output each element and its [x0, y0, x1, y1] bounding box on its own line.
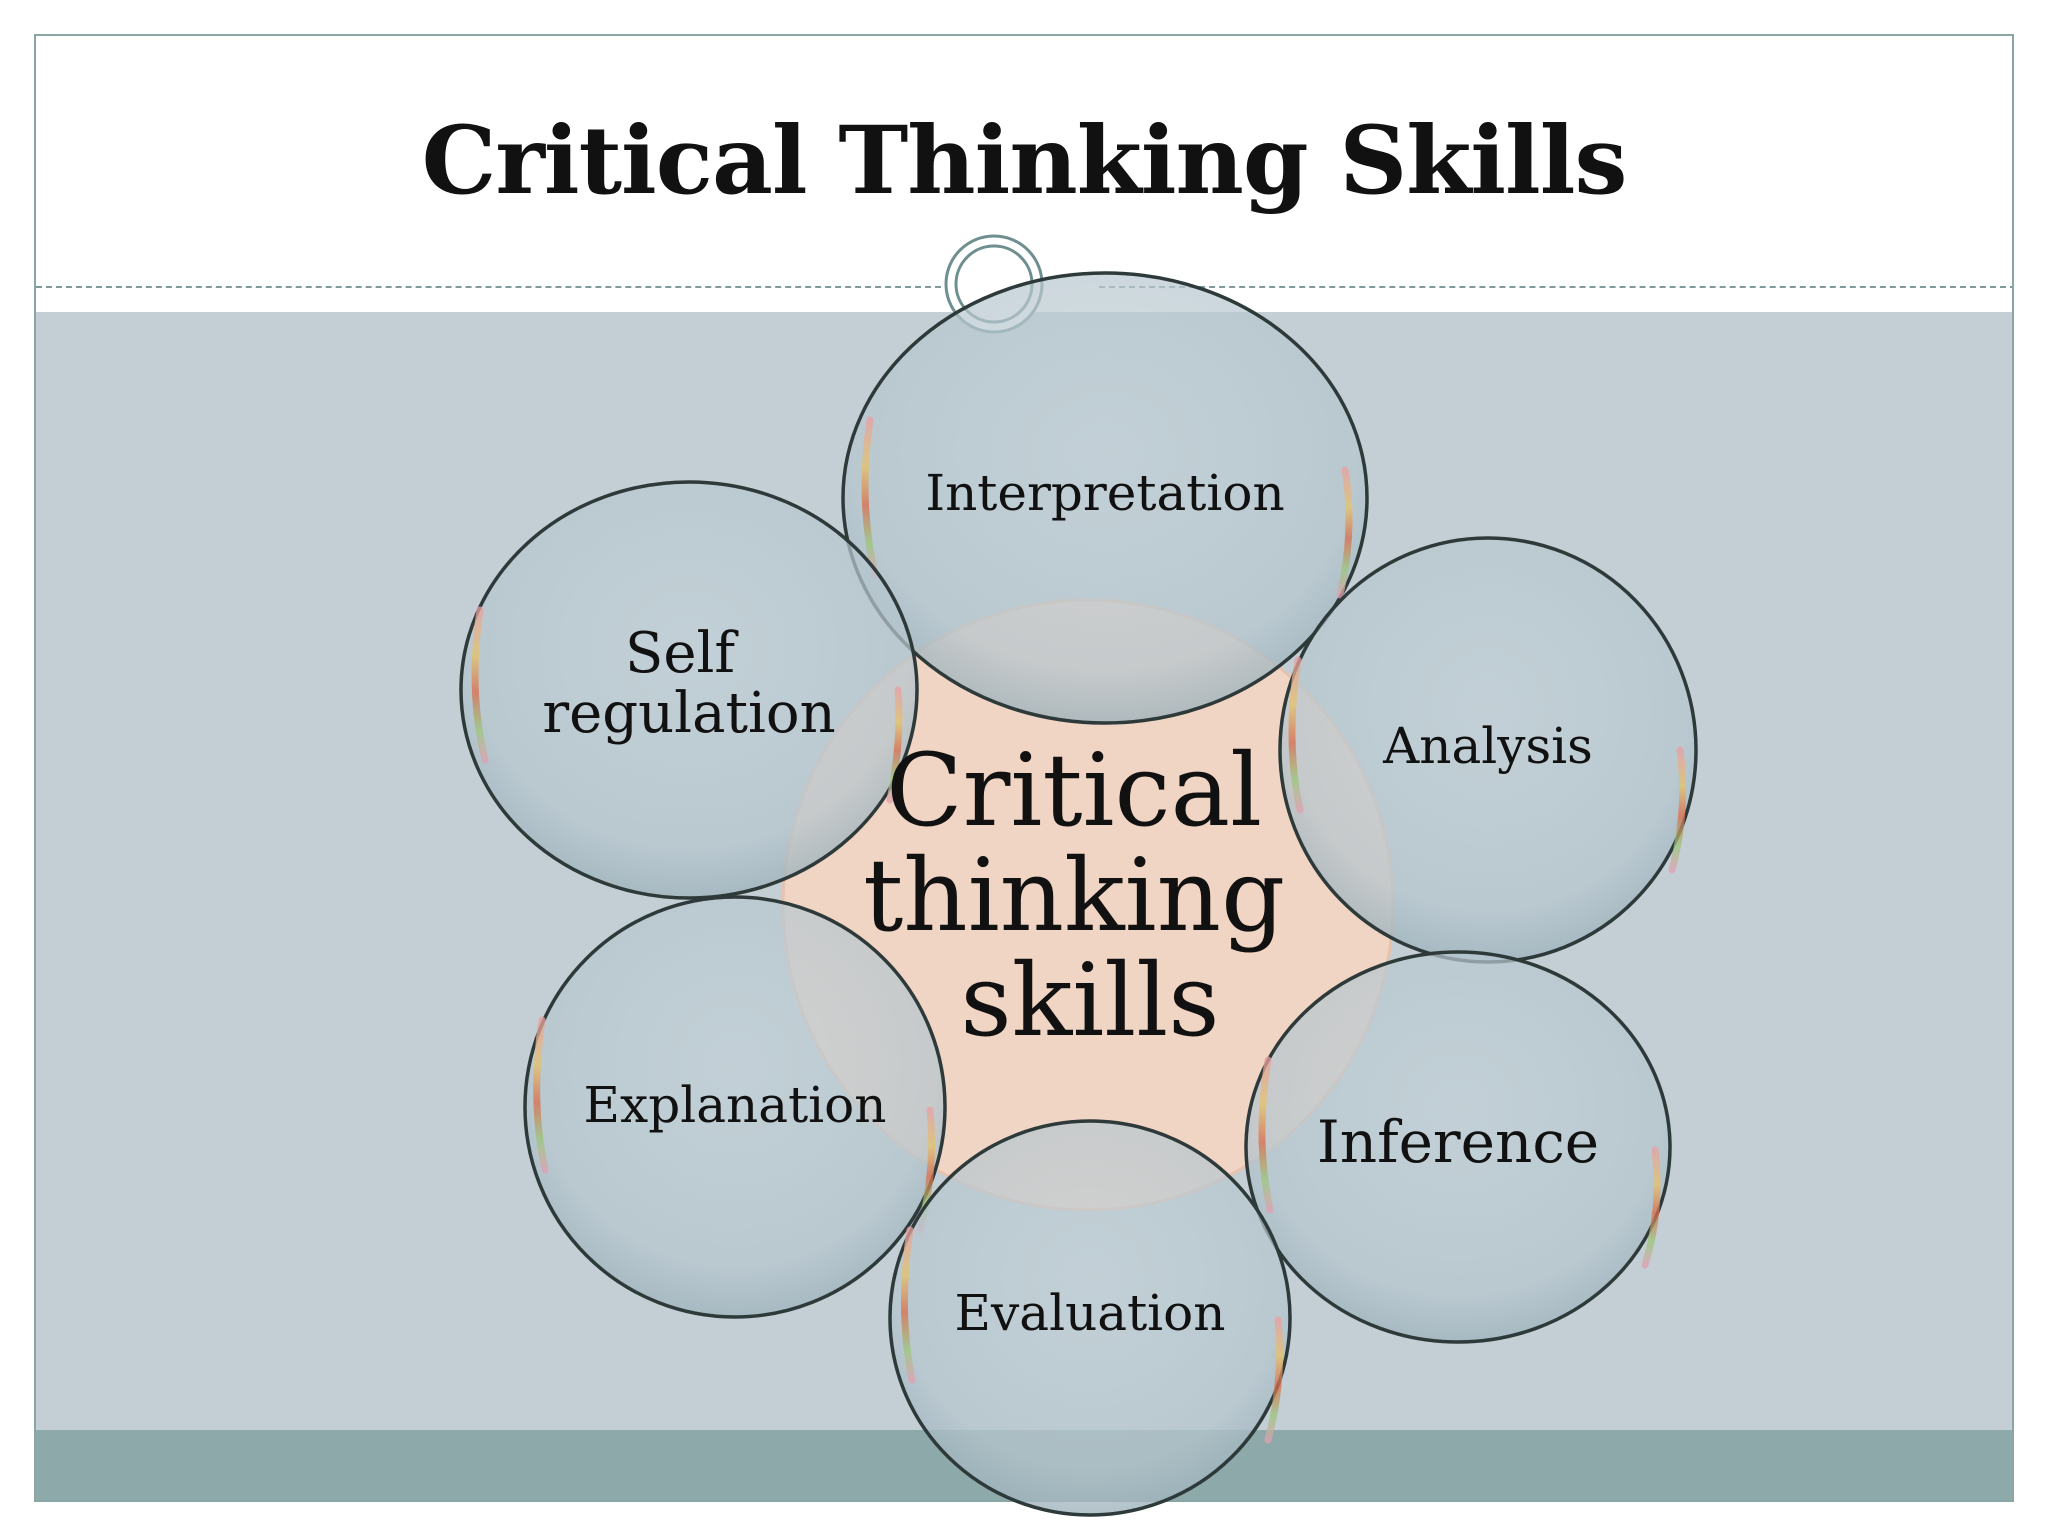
- bubble-analysis: Analysis: [1278, 536, 1698, 964]
- bubble-evaluation: Evaluation: [888, 1119, 1292, 1517]
- svg-text:Critical thinking skil: Critical thinking skills: [863, 732, 1317, 1059]
- title-area: Critical Thinking Skills: [36, 36, 2012, 286]
- center-label-line1: Critical: [886, 732, 1262, 849]
- label-self-regulation-line2: regulation: [542, 681, 835, 746]
- bubble-explanation: Explanation: [523, 895, 947, 1319]
- svg-text:Self regulation: Self regulation: [542, 621, 835, 746]
- label-inference: Inference: [1317, 1108, 1599, 1176]
- label-interpretation: Interpretation: [925, 464, 1284, 522]
- center-label-line3: skills: [960, 942, 1219, 1059]
- center-label-line2: thinking: [863, 837, 1285, 954]
- label-evaluation: Evaluation: [955, 1284, 1226, 1342]
- label-analysis: Analysis: [1382, 717, 1593, 775]
- label-explanation: Explanation: [584, 1076, 887, 1134]
- title-divider-left: [36, 286, 961, 288]
- label-self-regulation-line1: Self: [625, 621, 739, 686]
- slide-title: Critical Thinking Skills: [421, 106, 1628, 216]
- title-divider-right: [1099, 286, 2012, 288]
- bubble-interpretation: Interpretation: [841, 271, 1369, 725]
- bubble-inference: Inference: [1244, 950, 1672, 1344]
- bubble-self-regulation: Self regulation: [459, 480, 919, 900]
